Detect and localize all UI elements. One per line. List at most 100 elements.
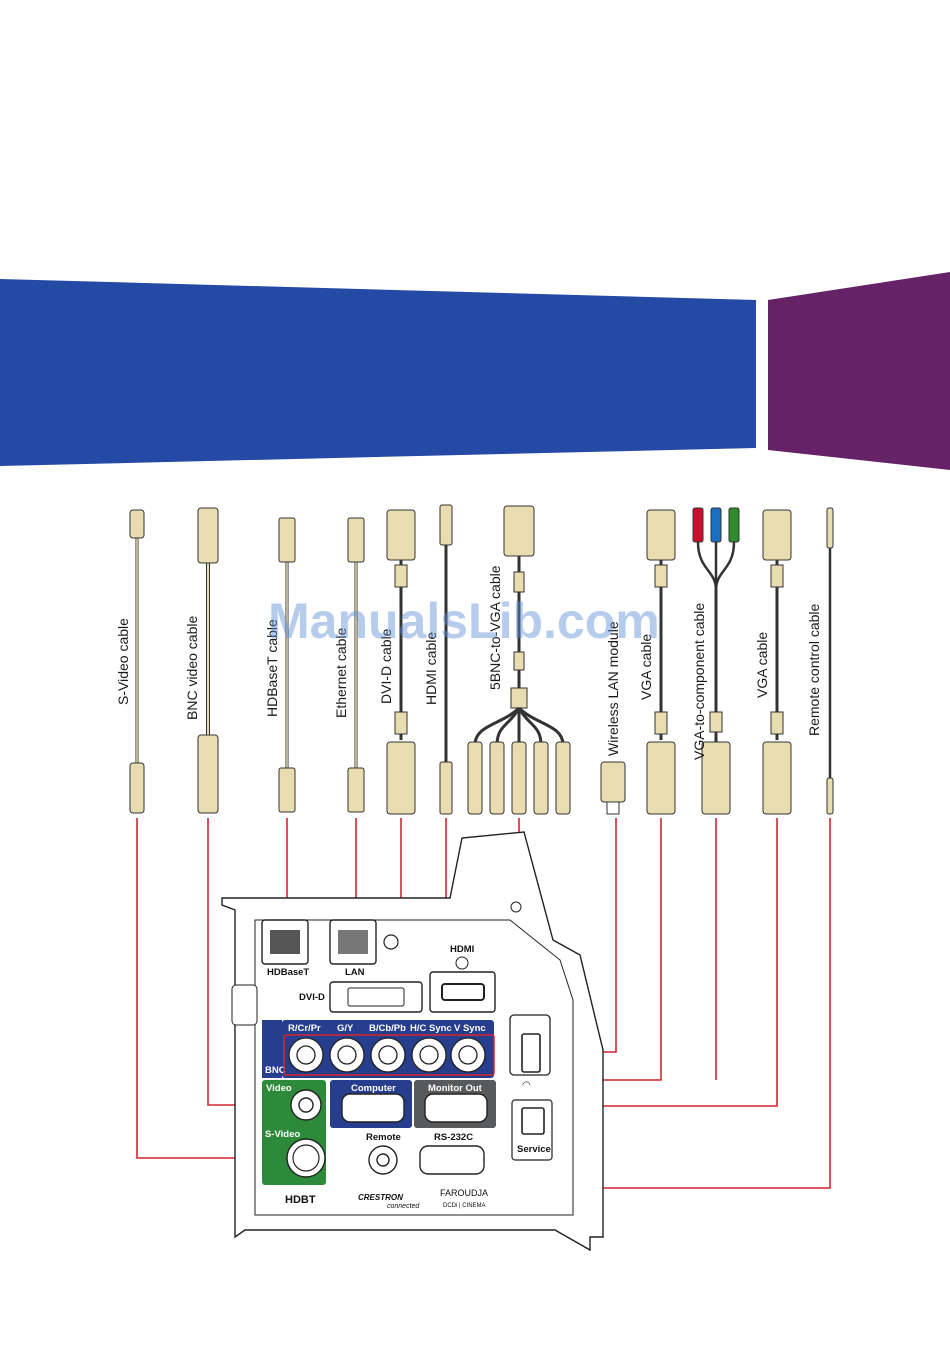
wlan-module-body [600,761,626,803]
cable-vga2: VGA cable [754,509,792,815]
bnc-highlight [283,1034,495,1076]
hdmi-indicator [455,956,469,970]
cable-label-remote: Remote control cable [806,603,822,736]
service-usb-port [521,1107,545,1135]
cable-hdmi: HDMI cable [423,504,453,815]
ferrite-top [770,564,784,588]
monitor-out-port-label: Monitor Out [428,1083,483,1094]
cable-bnc5: 5BNC-to-VGA cable [467,505,571,815]
cable-svideo: S-Video cable [115,509,145,814]
dsub-plug-bottom [762,741,792,815]
cable-label-svideo: S-Video cable [115,618,131,705]
projector-rear-panel: HDBaseT LAN HDMI DVI-D BNC R/Cr/Pr G/Y B… [221,831,604,1252]
ferrite-bottom [770,711,784,735]
bnc5-branch-4 [517,706,565,746]
crestron-sub-logo: connected [387,1203,420,1210]
cable-label-comp: VGA-to-component cable [691,603,707,760]
cable-wlan: Wireless LAN module [600,621,626,815]
wlan-usb-plug [606,801,620,815]
hdbaset-jack [270,930,300,954]
dsub-plug-bottom [646,741,676,815]
bnc5-plug-0 [467,741,483,815]
cable-dvid: DVI-D cable [378,509,416,815]
bnc5-plug-3 [533,741,549,815]
cable-label-ethernet: Ethernet cable [333,628,349,718]
video-port-label: Video [266,1083,292,1094]
crestron-logo: CRESTRON [358,1193,403,1202]
remote-port-label: Remote [366,1132,401,1143]
rca-branch-0 [696,541,718,591]
splitter [510,687,528,709]
cable-ethernet: Ethernet cable [333,517,365,813]
bnc5-plug-1 [489,741,505,815]
dsub-plug-top [386,509,416,561]
bnc-bcbpb-label: B/Cb/Pb [369,1023,406,1034]
ferrite-top [394,564,408,588]
blue-header-band [0,279,756,466]
cable-label-wlan: Wireless LAN module [605,621,621,756]
side-tab [231,984,258,1026]
svideo-center [292,1144,320,1172]
remote-jack-center [376,1153,390,1167]
cable-label-bnc5: 5BNC-to-VGA cable [487,565,503,690]
computer-port-label: Computer [351,1083,396,1094]
bnc-plug-top [197,507,219,564]
rca-branch-2 [714,541,736,591]
bnc-vsync-label: V Sync [454,1023,486,1034]
rj45-plug-bottom [278,767,296,813]
hdmi-jack [441,983,485,1001]
wireless-icon: ◠ [522,1080,531,1091]
ferrite-bottom [654,711,668,735]
cable-label-vga1: VGA cable [638,634,654,700]
rca-plug-0 [692,507,704,543]
rs232c-port [419,1145,485,1175]
cable-label-hdmi: HDMI cable [423,632,439,705]
hdmi-plug-top [439,504,453,546]
rj45-plug-bottom [347,767,365,813]
rj45-plug-top [278,517,296,563]
screw-top [510,901,522,913]
bnc-jack-center-0 [296,1045,316,1065]
ferrite-mid [513,651,525,671]
faroudja-logo: FAROUDJA [440,1188,488,1198]
bnc5-branch-1 [495,707,521,746]
rj45-plug-top [347,517,365,563]
cable-comp: VGA-to-component cable [691,507,740,815]
bnc-jacks [288,1037,486,1073]
bnc-jack-center-3 [419,1045,439,1065]
bnc-plug-bottom [197,734,219,814]
dsub-plug-top [762,509,792,561]
bnc-title-label: BNC [265,1065,286,1076]
vga-plug [503,505,535,557]
lan-indicator [383,934,399,950]
dvid-port-label: DVI-D [299,992,325,1003]
usb-a-port [521,1033,541,1073]
cable-label-dvid: DVI-D cable [378,628,394,704]
svideo-plug-bottom [129,762,145,814]
projector-inner-outline [254,919,574,1216]
monitor-out-vga-port [424,1093,488,1123]
dvid-jack [347,987,405,1007]
cable-bnc: BNC video cable [184,507,219,814]
cable-hdbaset: HDBaseT cable [264,517,296,813]
ferrite-bottom [394,711,408,735]
faroudja-sub-logo: DCDi | CINEMA [443,1203,486,1209]
video-rca-center [298,1097,314,1113]
mini-plug-top [826,507,834,549]
bnc-rcrpr-label: R/Cr/Pr [288,1023,321,1034]
computer-vga-port [341,1093,405,1123]
hdbt-logo: HDBT [285,1194,316,1206]
bnc-jack-center-1 [337,1045,357,1065]
rca-plug-1 [710,507,722,543]
mini-plug-bottom [826,777,834,815]
rs232c-port-label: RS-232C [434,1132,473,1143]
hdbaset-port-label: HDBaseT [267,967,309,978]
bnc-jack-center-2 [378,1045,398,1065]
cable-label-vga2: VGA cable [754,632,770,698]
ferrite-top [654,564,668,588]
lan-port-label: LAN [345,967,365,978]
cable-vga1: VGA cable [638,509,676,815]
bnc5-branch-0 [473,706,521,746]
cable-label-bnc: BNC video cable [184,616,200,720]
bnc5-branch-3 [517,707,543,746]
